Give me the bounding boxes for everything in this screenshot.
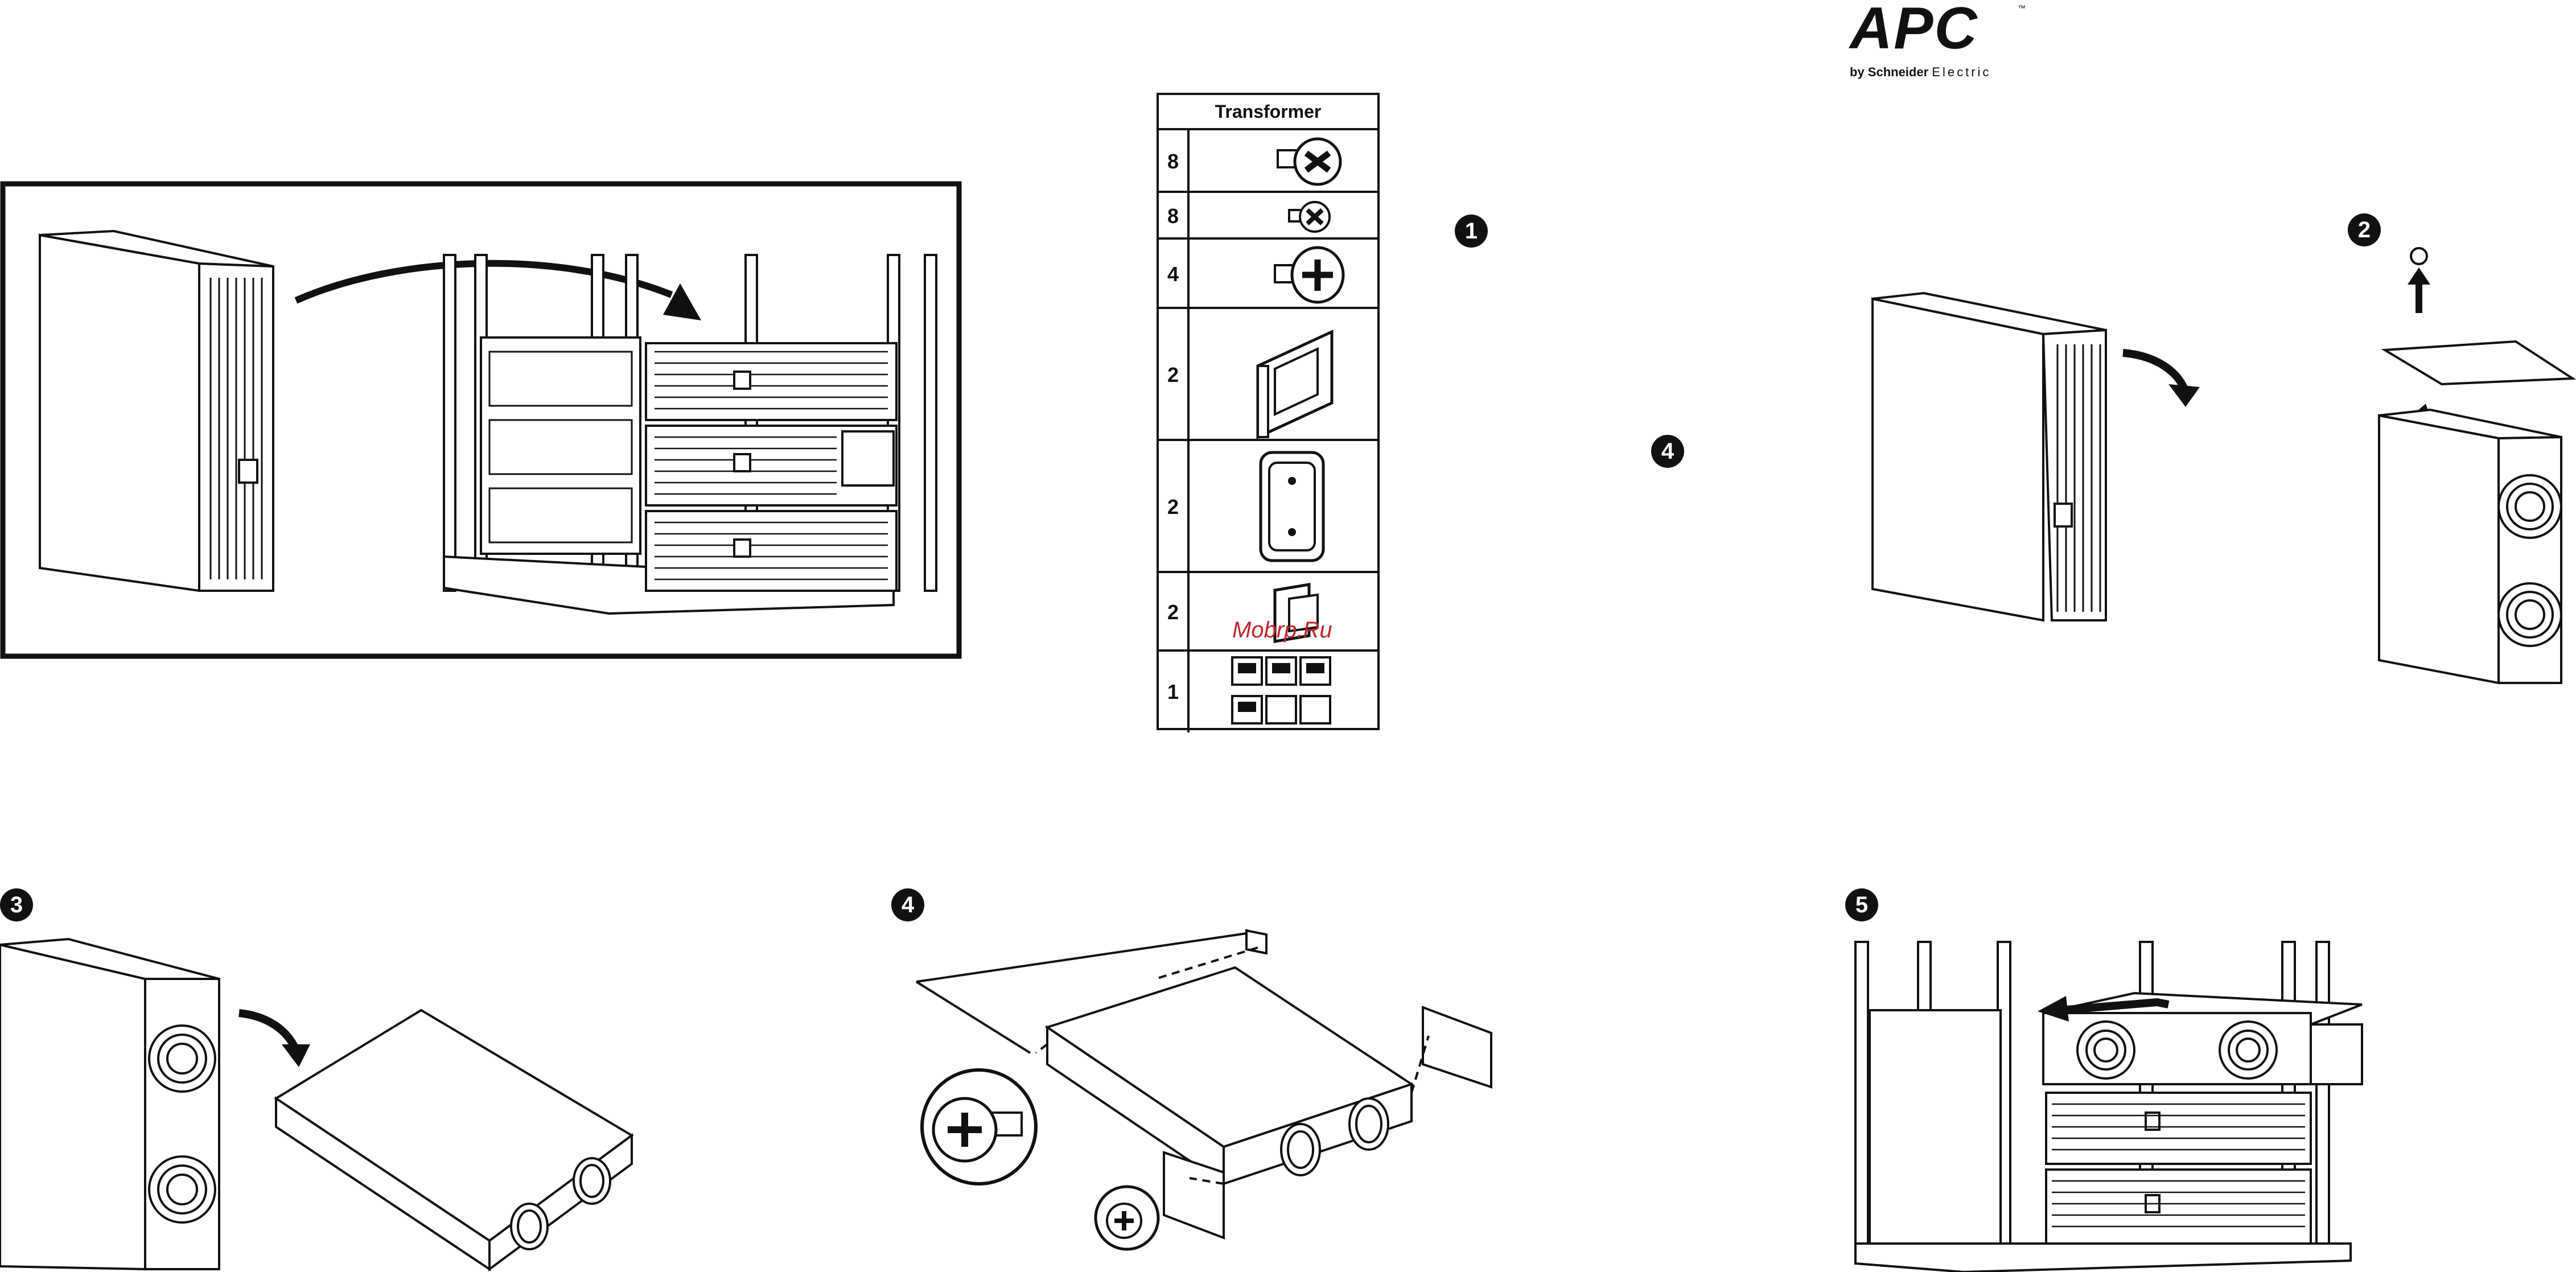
- bracket-plate-icon: [1190, 441, 1377, 573]
- row-qty: 2: [1159, 573, 1190, 652]
- step-3-figure: [0, 933, 649, 1272]
- table-row: 2: [1159, 439, 1377, 573]
- table-row: 2: [1159, 307, 1377, 441]
- row-qty: 8: [1159, 130, 1190, 193]
- tower-unit: [40, 231, 273, 591]
- row-qty: 2: [1159, 309, 1190, 441]
- brand-byline: by Schneider Electric: [1850, 65, 2021, 80]
- table-row: 8: [1159, 128, 1377, 193]
- large-screw-icon: [1190, 130, 1377, 193]
- apc-logo: APC ™ by Schneider Electric: [1850, 0, 2021, 85]
- flat-screw-icon: [1190, 240, 1377, 309]
- watermark: Mobrp.Ru: [1232, 618, 1332, 643]
- brand-trademark: ™: [2018, 3, 2026, 13]
- table-row: 8: [1159, 191, 1377, 240]
- step-3-badge: 3: [0, 888, 33, 921]
- table-row: 1: [1159, 649, 1377, 732]
- step-1-figure: [1861, 287, 2203, 629]
- step-1-badge: 1: [1455, 215, 1488, 248]
- step-4-badge: 4: [1651, 435, 1684, 468]
- step-4-badge: 4: [891, 888, 924, 921]
- step-2-figure: [2373, 245, 2576, 689]
- label-sheet-icon: [1190, 652, 1377, 732]
- table-row: 4: [1159, 237, 1377, 309]
- step-5-badge: 5: [1845, 888, 1878, 921]
- row-qty: 2: [1159, 441, 1190, 573]
- row-qty: 1: [1159, 652, 1190, 732]
- overview-figure: [0, 181, 968, 659]
- step-2-badge: 2: [2348, 213, 2381, 246]
- mounting-bracket-icon: [1190, 309, 1377, 441]
- step-5-figure: [1850, 942, 2385, 1272]
- row-qty: 8: [1159, 193, 1190, 240]
- small-screw-icon: [1190, 193, 1377, 240]
- brand-name: APC: [1850, 0, 2021, 57]
- step-4-figure: [916, 922, 1508, 1272]
- row-qty: 4: [1159, 240, 1190, 309]
- table-header: Transformer: [1159, 95, 1377, 130]
